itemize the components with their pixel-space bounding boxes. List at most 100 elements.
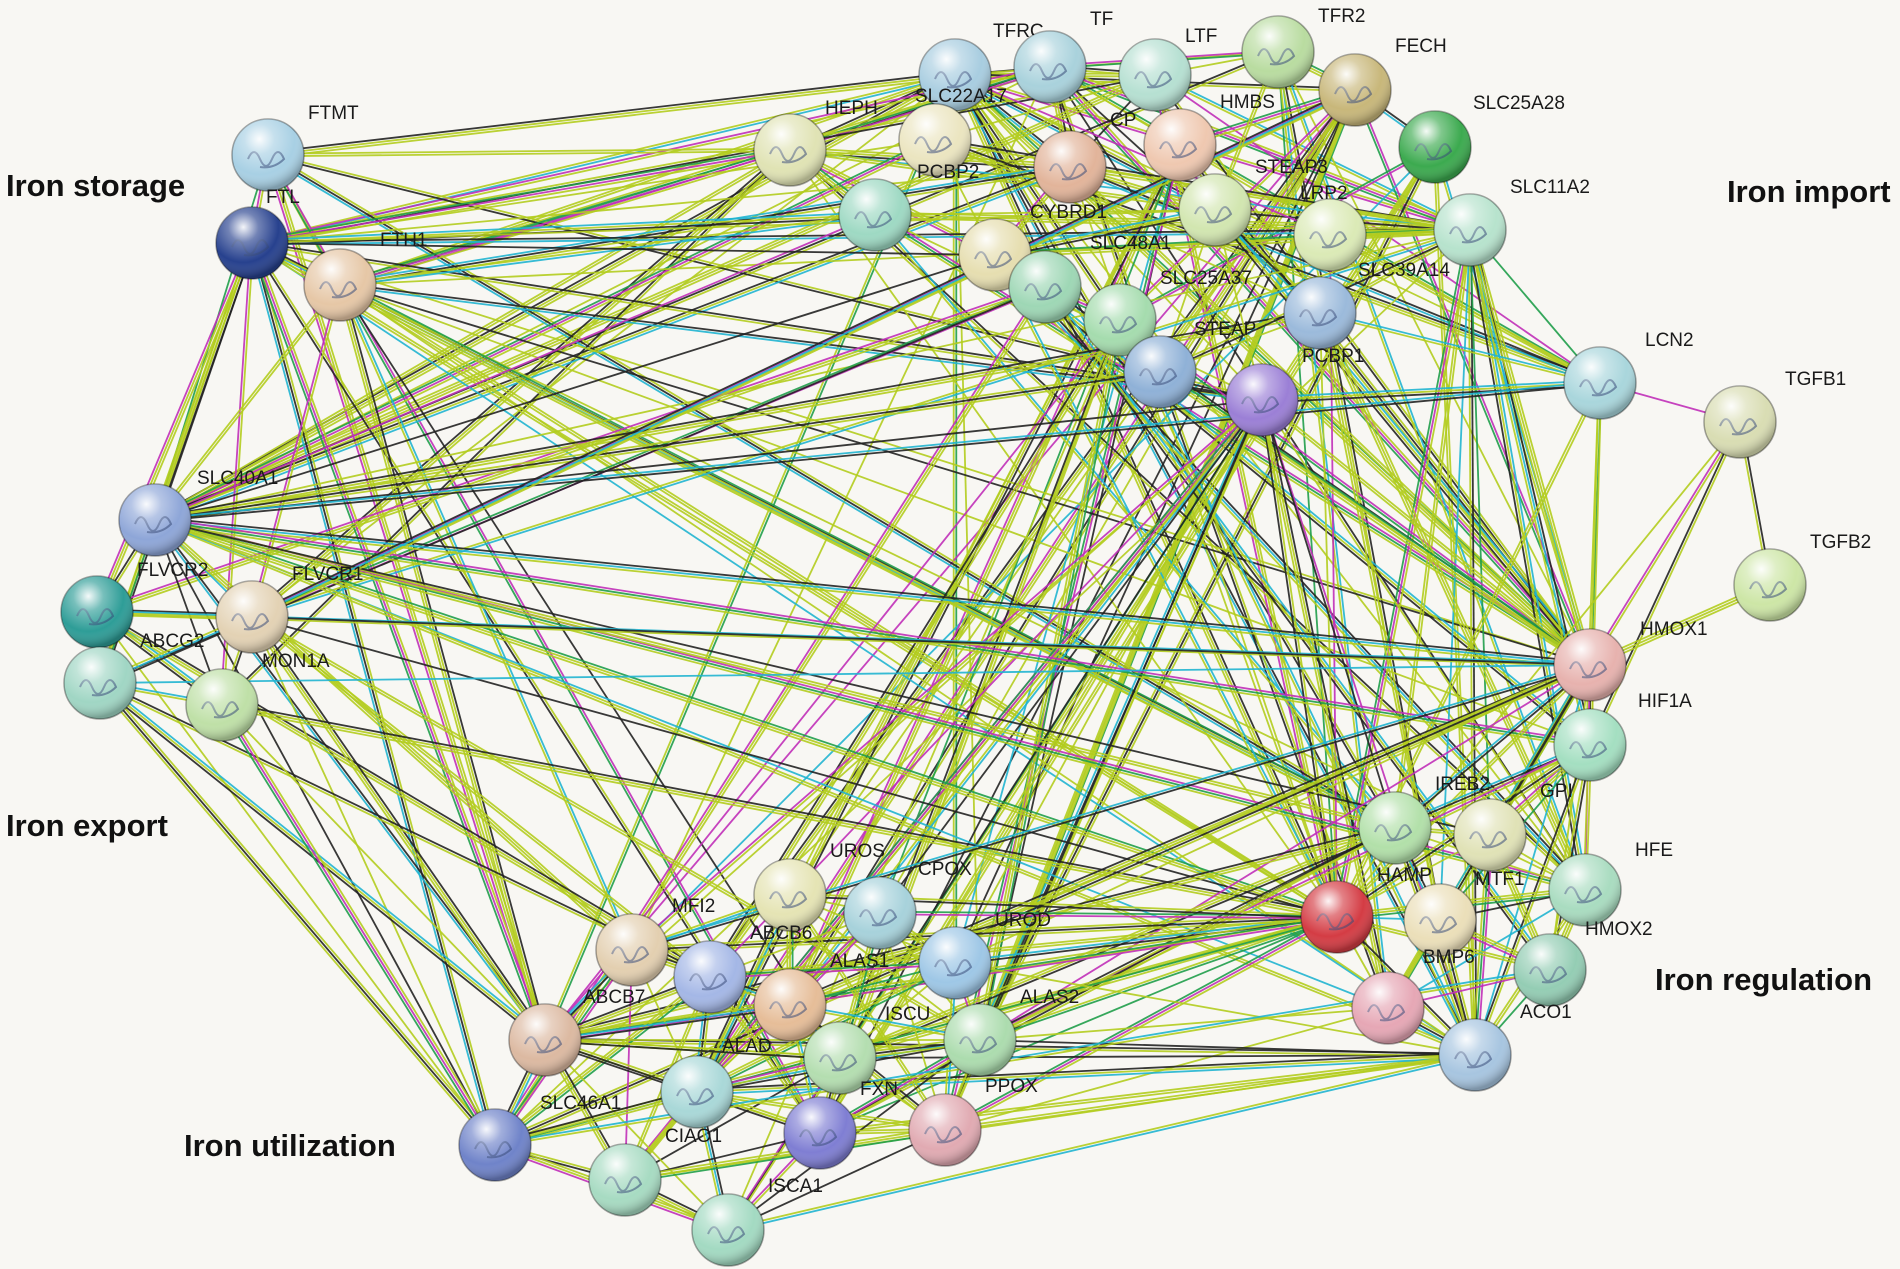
node-label-slc25a37: SLC25A37 xyxy=(1160,268,1252,289)
node-tgfb2[interactable]: TGFB2 xyxy=(1733,532,1871,622)
edge-fth1-hamp xyxy=(338,285,1337,919)
node-cp[interactable]: CP xyxy=(1033,110,1136,204)
edge-slc25a37-fxn xyxy=(820,320,1123,1134)
node-gloss xyxy=(909,1094,981,1166)
node-gloss xyxy=(1144,109,1216,181)
node-ltf[interactable]: LTF xyxy=(1118,26,1217,112)
node-hfe[interactable]: HFE xyxy=(1548,840,1673,927)
node-steap[interactable]: STEAP xyxy=(1123,319,1256,409)
node-hmbs[interactable]: HMBS xyxy=(1143,92,1275,182)
node-mfi2[interactable]: MFI2 xyxy=(595,896,715,987)
edge-cp-slc11a2 xyxy=(1069,167,1470,233)
edge-heph-mon1a xyxy=(220,148,790,705)
node-gloss xyxy=(61,576,133,648)
node-alas1[interactable]: ALAS1 xyxy=(753,951,889,1042)
node-hif1a[interactable]: HIF1A xyxy=(1553,691,1692,782)
node-mtf1[interactable]: MTF1 xyxy=(1403,869,1525,957)
node-gloss xyxy=(754,114,826,186)
edge-uros-alad xyxy=(698,895,794,1094)
edge-pcbp1-fxn xyxy=(818,398,1262,1133)
node-ireb2[interactable]: IREB2 xyxy=(1358,774,1490,865)
node-label-isca1: ISCA1 xyxy=(768,1176,823,1197)
node-label-cybrd1: CYBRD1 xyxy=(1030,202,1107,223)
node-uros[interactable]: UROS xyxy=(753,841,885,932)
node-lrp2[interactable]: LRP2 xyxy=(1293,183,1367,272)
node-ciao1[interactable]: CIAO1 xyxy=(588,1126,722,1217)
node-pcbp2[interactable]: PCBP2 xyxy=(838,162,979,252)
edge-lrp2-hamp xyxy=(1329,234,1338,918)
node-slc25a28[interactable]: SLC25A28 xyxy=(1398,93,1565,184)
edge-pcbp1-uros xyxy=(789,399,1263,896)
node-iscu[interactable]: ISCU xyxy=(803,1004,930,1095)
node-slc48a1[interactable]: SLC48A1 xyxy=(1008,233,1171,324)
node-abcb7[interactable]: ABCB7 xyxy=(508,987,645,1077)
node-alas2[interactable]: ALAS2 xyxy=(943,987,1079,1077)
node-hmox1[interactable]: HMOX1 xyxy=(1553,619,1708,702)
node-aco1[interactable]: ACO1 xyxy=(1438,1002,1572,1092)
node-label-fxn: FXN xyxy=(860,1079,898,1100)
node-gloss xyxy=(1404,884,1476,956)
edge-pcbp1-mfi2 xyxy=(632,400,1264,952)
node-slc40a1[interactable]: SLC40A1 xyxy=(118,468,278,557)
node-slc11a2[interactable]: SLC11A2 xyxy=(1433,177,1590,267)
node-abcg2[interactable]: ABCG2 xyxy=(63,631,204,720)
edge-fth1-ireb2 xyxy=(338,286,1395,832)
node-tfr2[interactable]: TFR2 xyxy=(1241,6,1366,89)
node-label-tfr2: TFR2 xyxy=(1318,6,1366,27)
node-cpox[interactable]: CPOX xyxy=(843,859,972,950)
node-hmox2[interactable]: HMOX2 xyxy=(1513,919,1653,1007)
edge-pcbp1-lcn2 xyxy=(1262,384,1601,404)
node-slc46a1[interactable]: SLC46A1 xyxy=(458,1093,621,1182)
node-hamp[interactable]: HAMP xyxy=(1300,865,1432,954)
node-flvcr2[interactable]: FLVCR2 xyxy=(60,560,208,649)
node-label-pcbp2: PCBP2 xyxy=(917,162,979,183)
node-heph[interactable]: HEPH xyxy=(753,98,878,187)
node-abcb6[interactable]: ABCB6 xyxy=(673,923,812,1014)
node-slc22a17[interactable]: SLC22A17 xyxy=(898,86,1007,177)
node-fech[interactable]: FECH xyxy=(1318,36,1447,127)
node-flvcr1[interactable]: FLVCR1 xyxy=(215,564,363,654)
edge-slc11a2-ireb2 xyxy=(1395,230,1473,829)
group-label-iron-import: Iron import xyxy=(1727,174,1891,209)
edge-flvcr1-hmox1 xyxy=(251,616,1591,666)
node-gloss xyxy=(919,927,991,999)
edge-hmox1-hamp xyxy=(1335,663,1590,917)
edge-cybrd1-hfe xyxy=(994,254,1586,891)
node-steap3[interactable]: STEAP3 xyxy=(1178,157,1328,247)
node-urod[interactable]: UROD xyxy=(918,910,1051,1000)
node-tf[interactable]: TF xyxy=(1013,9,1113,104)
edge-hmbs-hmox1 xyxy=(1181,142,1593,664)
node-lcn2[interactable]: LCN2 xyxy=(1563,330,1694,420)
node-gloss xyxy=(1549,854,1621,926)
node-label-tgfb2: TGFB2 xyxy=(1810,532,1871,553)
node-mon1a[interactable]: MON1A xyxy=(185,651,330,742)
node-gloss xyxy=(304,249,376,321)
node-ppox[interactable]: PPOX xyxy=(908,1076,1038,1167)
edge-tfrc-slc25a37 xyxy=(952,75,1119,323)
node-tgfb1[interactable]: TGFB1 xyxy=(1703,369,1846,459)
edge-tfrc-slc25a37 xyxy=(956,72,1123,320)
node-gloss xyxy=(784,1097,856,1169)
node-isca1[interactable]: ISCA1 xyxy=(691,1176,823,1267)
edge-ftl-slc46a1 xyxy=(251,242,496,1146)
node-pcbp1[interactable]: PCBP1 xyxy=(1225,346,1364,437)
node-ftmt[interactable]: FTMT xyxy=(231,103,359,192)
node-slc39a14[interactable]: SLC39A14 xyxy=(1283,260,1450,350)
edge-abcb7-iscu xyxy=(545,1037,841,1058)
node-gpi[interactable]: GPI xyxy=(1453,781,1573,872)
edge-flvcr2-abcb6 xyxy=(95,613,710,980)
edge-flvcr2-abcb6 xyxy=(96,611,711,978)
node-alad[interactable]: ALAD xyxy=(660,1036,772,1129)
node-ftl[interactable]: FTL xyxy=(215,187,300,280)
edge-slc25a37-fxn xyxy=(817,319,1120,1133)
node-label-gpi: GPI xyxy=(1540,781,1573,802)
node-fxn[interactable]: FXN xyxy=(783,1079,898,1170)
node-slc25a37[interactable]: SLC25A37 xyxy=(1083,268,1252,357)
node-label-steap: STEAP xyxy=(1194,319,1256,340)
edge-slc40a1-hamp xyxy=(154,519,1338,918)
node-tfrc[interactable]: TFRC xyxy=(918,21,1044,112)
node-label-mon1a: MON1A xyxy=(262,651,330,672)
node-bmp6[interactable]: BMP6 xyxy=(1351,947,1475,1045)
edge-pcbp1-slc40a1 xyxy=(154,399,1263,521)
node-fth1[interactable]: FTH1 xyxy=(303,230,428,322)
